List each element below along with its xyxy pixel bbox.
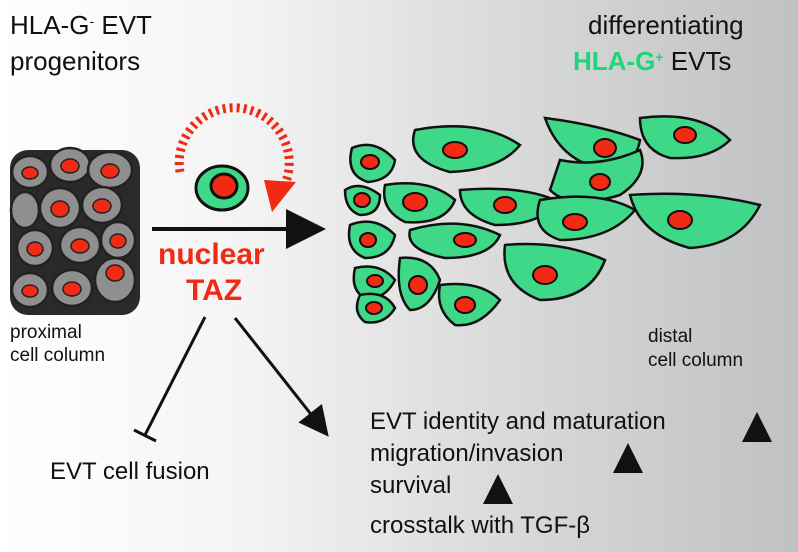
inhibition-arrow [133, 316, 207, 443]
evt-cell-fusion-label: EVT cell fusion [50, 458, 210, 485]
evt-cell-field [343, 115, 762, 327]
promoted-process-3: survival [370, 472, 452, 499]
promoted-process-1: EVT identity and maturation [370, 408, 666, 435]
progenitor-title-line2: progenitors [10, 46, 141, 76]
proximal-label-line2: cell column [10, 345, 106, 366]
distal-label-line2: cell column [648, 350, 744, 371]
activation-arrow [233, 317, 329, 437]
evt-title: differentiating [588, 10, 744, 40]
nuclear-taz-cell [174, 103, 296, 212]
nuclear-label: nuclear [158, 238, 265, 271]
distal-label: distal [648, 326, 693, 347]
proximal-label: proximal [10, 322, 82, 343]
increase-arrows [483, 412, 772, 504]
taz-label: TAZ [186, 274, 243, 307]
evt-title-line2: HLA-G+ EVTs [573, 46, 732, 76]
progenitor-cell-cluster [9, 146, 140, 315]
promoted-process-4: crosstalk with TGF-β [370, 512, 591, 539]
promoted-process-2: migration/invasion [370, 440, 564, 467]
progenitor-title: HLA-G- EVT [10, 10, 152, 40]
